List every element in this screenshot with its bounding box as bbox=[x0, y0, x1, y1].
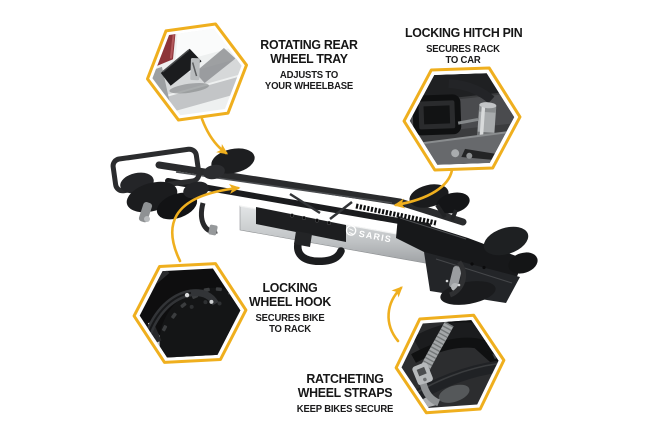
callout-title-line: LOCKING bbox=[262, 280, 318, 295]
callout-locking-hitch-pin: LOCKING HITCH PIN SECURES RACK TO CAR bbox=[402, 26, 524, 66]
strap-buckle bbox=[412, 362, 433, 386]
rack-right-tray bbox=[396, 184, 538, 305]
hitch-pin-photo bbox=[402, 66, 522, 172]
rack-left-tray bbox=[110, 146, 255, 236]
callout-ratcheting-wheel-straps: RATCHETING WHEEL STRAPS KEEP BIKES SECUR… bbox=[286, 372, 404, 415]
hitch-arm bbox=[294, 233, 345, 265]
callout-rotating-rear-wheel-tray: ROTATING REAR WHEEL TRAY ADJUSTS TO YOUR… bbox=[250, 38, 368, 92]
callout-locking-wheel-hook: LOCKING WHEEL HOOK SECURES BIKE TO RACK bbox=[232, 281, 348, 335]
arrow-wheel-hook bbox=[171, 184, 241, 263]
callout-title-line: WHEEL TRAY bbox=[270, 50, 348, 66]
callout-subtitle-line: KEEP BIKES SECURE bbox=[296, 403, 394, 415]
callout-title-line: RATCHETING bbox=[306, 371, 384, 386]
callout-subtitle-line: ADJUSTS TO bbox=[279, 69, 339, 81]
wheel-hook-photo bbox=[132, 262, 248, 364]
callout-subtitle-line: YOUR WHEELBASE bbox=[264, 80, 354, 92]
callout-subtitle-line: TO CAR bbox=[445, 54, 481, 66]
rear-wheel-tray-photo bbox=[145, 22, 249, 122]
callout-subtitle-line: SECURES RACK bbox=[426, 43, 500, 55]
callout-title-line: ROTATING REAR bbox=[260, 37, 358, 52]
wheel-straps-photo bbox=[394, 313, 506, 415]
arrow-hitch-pin bbox=[393, 168, 454, 209]
callout-title-line: WHEEL HOOK bbox=[248, 293, 331, 309]
callout-title-line: LOCKING HITCH PIN bbox=[405, 25, 523, 40]
callout-subtitle-line: SECURES BIKE bbox=[255, 312, 325, 324]
rivet-dots bbox=[289, 213, 332, 226]
arrow-wheel-straps bbox=[387, 286, 403, 343]
arrow-rotating-tray bbox=[200, 117, 229, 155]
saris-logo-icon bbox=[345, 225, 357, 236]
callout-title-line: WHEEL STRAPS bbox=[297, 384, 393, 400]
callout-subtitle-line: TO RACK bbox=[269, 323, 311, 335]
